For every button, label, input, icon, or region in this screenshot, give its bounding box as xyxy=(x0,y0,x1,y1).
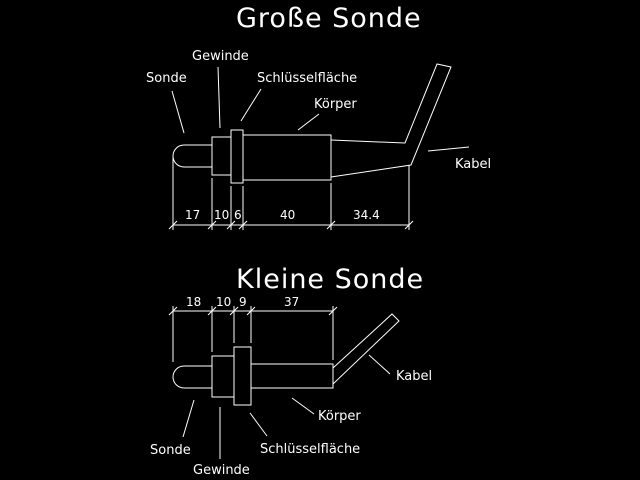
large-label-schluesselflaeche: Schlüsselfläche xyxy=(257,71,357,86)
large-dim-koerper: 40 xyxy=(280,208,295,222)
small-dim-gewinde: 10 xyxy=(216,295,231,309)
large-dim-schluessel: 6 xyxy=(234,208,242,222)
small-dim-schluessel: 9 xyxy=(239,295,247,309)
large-label-koerper: Körper xyxy=(314,97,357,112)
small-probe: 18 10 9 37 Sonde Gewinde Schlüsselfläche… xyxy=(150,295,432,478)
small-label-koerper: Körper xyxy=(318,409,361,424)
small-label-gewinde: Gewinde xyxy=(193,463,250,478)
small-body xyxy=(250,363,334,389)
small-label-schluesselflaeche: Schlüsselfläche xyxy=(260,442,360,457)
small-probe-tip xyxy=(172,365,212,389)
small-thread xyxy=(211,355,235,398)
large-dim-kabel: 34.4 xyxy=(353,208,380,222)
small-probe-title: Kleine Sonde xyxy=(236,264,424,295)
large-label-sonde: Sonde xyxy=(146,71,187,86)
small-label-kabel: Kabel xyxy=(396,369,432,384)
small-label-sonde: Sonde xyxy=(150,443,191,458)
large-wrench-flat xyxy=(230,129,244,184)
small-wrench-flat xyxy=(233,346,252,406)
large-cable xyxy=(330,63,452,178)
large-label-kabel: Kabel xyxy=(455,157,491,172)
large-thread xyxy=(211,136,232,176)
small-cable xyxy=(332,313,400,385)
large-dim-sonde: 17 xyxy=(185,208,200,222)
large-probe: 17 10 6 40 34.4 Sonde Gewinde Schlüsself… xyxy=(146,49,491,230)
large-label-gewinde: Gewinde xyxy=(192,49,249,64)
small-dim-sonde: 18 xyxy=(186,295,201,309)
large-probe-tip xyxy=(172,144,212,168)
large-probe-title: Große Sonde xyxy=(236,3,422,34)
large-dim-gewinde: 10 xyxy=(214,208,229,222)
large-body xyxy=(242,134,332,181)
small-dim-koerper: 37 xyxy=(284,295,299,309)
